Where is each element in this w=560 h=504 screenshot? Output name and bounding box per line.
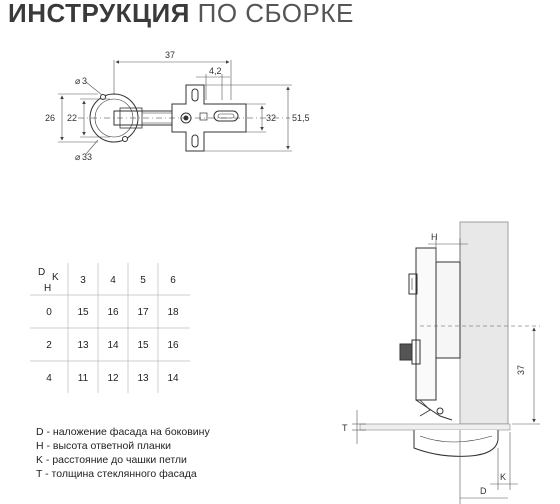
table-k-header: 4 [110,275,116,286]
dim-37: 37 [165,50,175,60]
glass-facade [359,423,511,431]
dim-32: 32 [266,113,276,123]
table-k-header: 3 [80,275,86,286]
dim-d33: 33 [82,152,92,162]
hinge-side-view [399,247,499,457]
dim-d3-symbol: ⌀ [75,76,81,86]
dim-d33-symbol: ⌀ [75,152,81,162]
table-h-value: 2 [46,340,52,351]
dim-51-5: 51,5 [292,113,310,123]
table-row: 2 13 14 15 16 [46,340,179,351]
table-row: 4 11 12 13 14 [46,373,179,384]
dim-side-t: T [342,423,348,433]
table-h-value: 4 [46,373,52,384]
table-cell: 16 [107,307,119,318]
dimension-table-grid [30,263,190,393]
table-cell: 12 [107,373,119,384]
table-h-value: 0 [46,307,52,318]
table-corner-h: H [44,283,51,294]
dim-22: 22 [67,113,77,123]
page-title: ИНСТРУКЦИЯ ПО СБОРКЕ [8,0,354,29]
table-cell: 15 [77,307,89,318]
table-cell: 14 [107,340,119,351]
table-cell: 15 [137,340,149,351]
legend: D - наложение фасада на боковину H - выс… [36,425,210,481]
title-bold: ИНСТРУКЦИЯ [8,0,190,28]
cabinet-side-panel [459,221,509,425]
table-cell: 13 [77,340,89,351]
legend-item: T - толщина стеклянного фасада [36,468,197,480]
side-dimensions [352,238,540,504]
dim-26: 26 [45,113,55,123]
top-dimensions [58,60,292,155]
table-row: 0 15 16 17 18 [46,307,179,318]
table-cell: 18 [167,307,179,318]
table-corner-d: D [38,267,45,278]
legend-item: K - расстояние до чашки петли [36,454,187,466]
table-cell: 17 [137,307,149,318]
dim-4-2: 4,2 [209,66,222,76]
table-cell: 14 [167,373,179,384]
dim-side-d: D [480,486,487,496]
table-header-row: 3 4 5 6 [80,275,176,286]
table-cell: 13 [137,373,149,384]
dim-d3: 3 [82,76,87,86]
table-k-header: 5 [140,275,146,286]
legend-item: H - высота ответной планки [36,440,171,452]
dim-side-37: 37 [516,365,526,375]
table-cell: 11 [78,373,89,384]
dim-side-h: H [431,232,438,242]
title-light: ПО СБОРКЕ [197,0,354,28]
table-k-header: 6 [170,275,176,286]
hinge-top-view [78,84,290,152]
legend-item: D - наложение фасада на боковину [36,426,210,438]
table-cell: 16 [167,340,179,351]
table-corner-k: K [52,272,59,283]
dim-side-k: K [500,472,506,482]
